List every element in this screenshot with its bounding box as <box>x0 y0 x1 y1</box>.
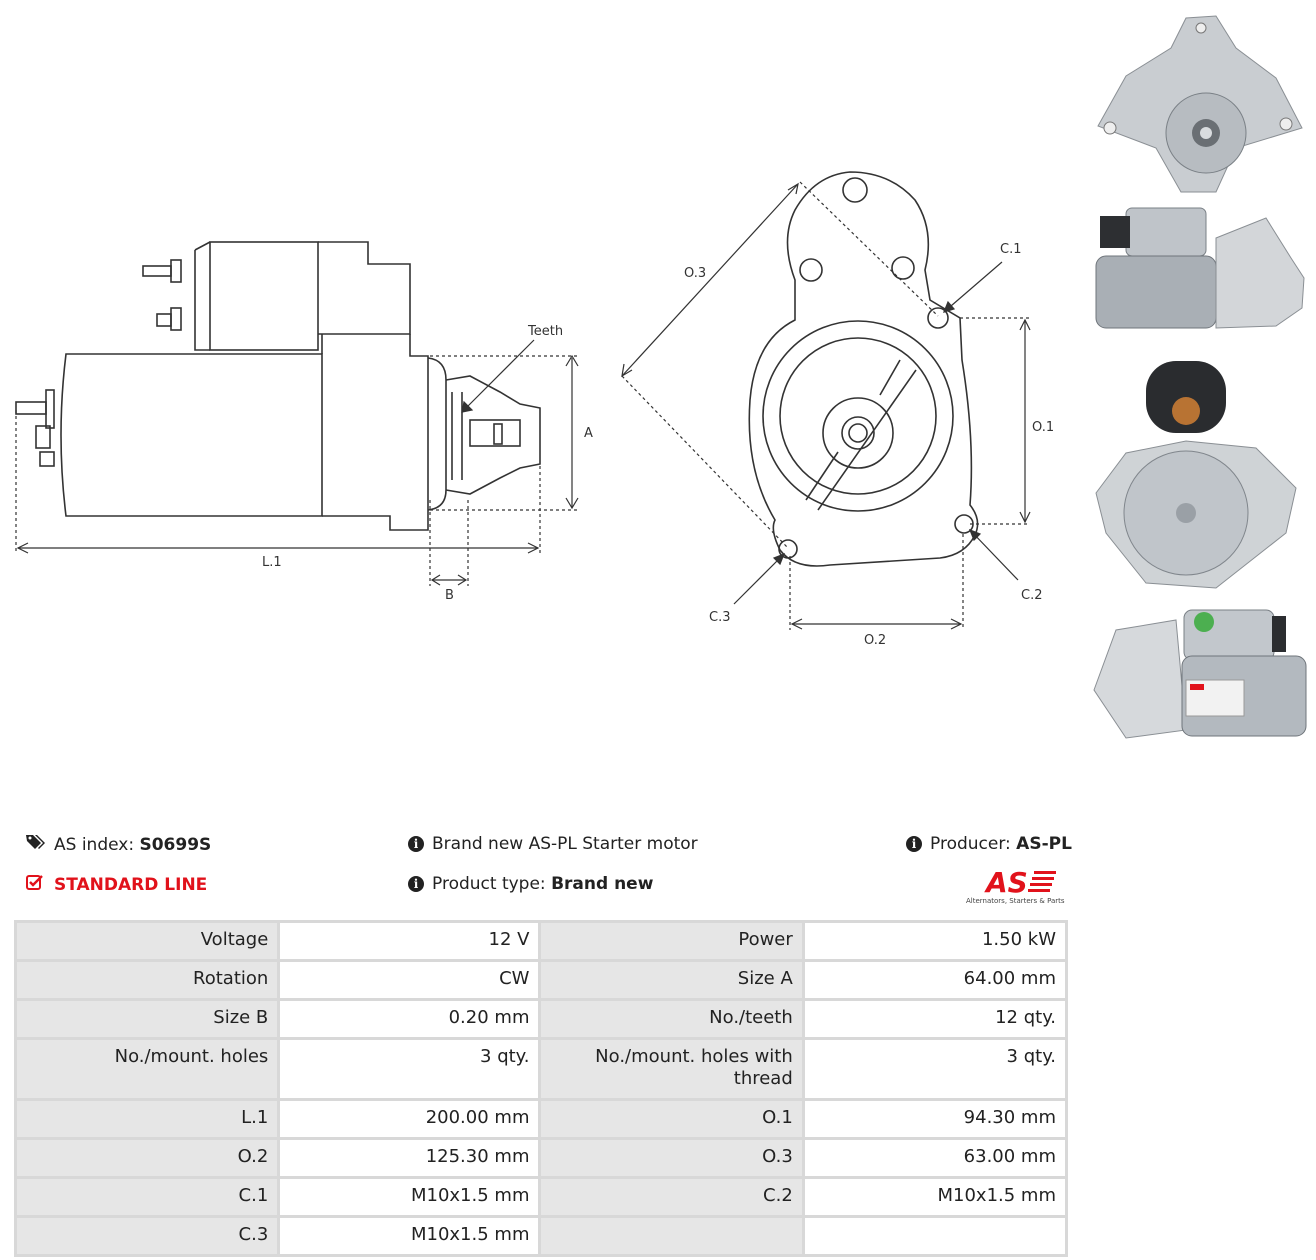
spec-value: 12 V <box>277 920 542 962</box>
standard-line: STANDARD LINE <box>26 874 207 895</box>
info-icon: i <box>408 876 424 892</box>
product-type: i Product type: Brand new <box>408 874 653 894</box>
as-index: AS index: S0699S <box>26 834 211 855</box>
table-row: Voltage 12 V Power 1.50 kW <box>13 920 1069 962</box>
label-o2: O.2 <box>864 633 886 648</box>
table-row: L.1 200.00 mm O.1 94.30 mm <box>13 1098 1069 1140</box>
table-row: Size B 0.20 mm No./teeth 12 qty. <box>13 998 1069 1040</box>
spec-value: 200.00 mm <box>277 1098 542 1140</box>
spec-value: CW <box>277 959 542 1001</box>
table-row: O.2 125.30 mm O.3 63.00 mm <box>13 1137 1069 1179</box>
tags-icon <box>26 834 46 855</box>
label-a: A <box>584 426 593 441</box>
spec-key: No./mount. holes with thread <box>538 1037 805 1101</box>
table-row: C.3 M10x1.5 mm <box>13 1215 1069 1257</box>
solenoid-body <box>209 241 319 351</box>
producer-value: AS-PL <box>1016 834 1072 854</box>
spec-value: M10x1.5 mm <box>801 1176 1069 1218</box>
as-index-label: AS index: <box>54 834 135 855</box>
product-type-value: Brand new <box>551 874 654 894</box>
description: i Brand new AS-PL Starter motor <box>408 834 698 854</box>
spec-key: Size B <box>13 998 281 1040</box>
spec-key: Size A <box>538 959 805 1001</box>
photo-rear-view[interactable] <box>1086 353 1310 593</box>
spec-key: C.2 <box>538 1176 805 1218</box>
spec-key: L.1 <box>13 1098 281 1140</box>
label-c1: C.1 <box>1000 242 1021 257</box>
product-type-label: Product type: <box>432 874 546 894</box>
spec-value: 94.30 mm <box>801 1098 1069 1140</box>
as-index-value: S0699S <box>139 834 212 855</box>
table-row: No./mount. holes 3 qty. No./mount. holes… <box>13 1037 1069 1101</box>
spec-value: 1.50 kW <box>801 920 1069 962</box>
spec-value: 3 qty. <box>801 1037 1069 1101</box>
label-l1: L.1 <box>262 555 282 570</box>
svg-text:AS: AS <box>984 866 1028 897</box>
spec-value: 63.00 mm <box>801 1137 1069 1179</box>
spec-key: No./teeth <box>538 998 805 1040</box>
spec-key: Power <box>538 920 805 962</box>
description-text: Brand new AS-PL Starter motor <box>432 834 698 854</box>
spec-key: C.3 <box>13 1215 281 1257</box>
mounting-flange <box>748 171 979 567</box>
table-row: Rotation CW Size A 64.00 mm <box>13 959 1069 1001</box>
producer-label: Producer: <box>930 834 1011 854</box>
as-pl-logo: AS Alternators, Starters & Parts <box>966 865 1070 905</box>
logo-tagline: Alternators, Starters & Parts <box>966 897 1065 905</box>
label-o3: O.3 <box>684 266 706 281</box>
spec-value: M10x1.5 mm <box>277 1215 542 1257</box>
checkbox-icon <box>26 874 44 895</box>
spec-value: 3 qty. <box>277 1037 542 1101</box>
spec-key <box>538 1215 805 1257</box>
info-icon: i <box>408 836 424 852</box>
spec-key: Rotation <box>13 959 281 1001</box>
standard-line-label: STANDARD LINE <box>54 874 208 895</box>
producer: i Producer: AS-PL <box>906 834 1072 854</box>
spec-value: M10x1.5 mm <box>277 1176 542 1218</box>
photo-side-view[interactable] <box>1086 198 1310 348</box>
photo-front-view[interactable] <box>1086 8 1310 198</box>
info-icon: i <box>906 836 922 852</box>
label-o1: O.1 <box>1032 420 1054 435</box>
spec-key: No./mount. holes <box>13 1037 281 1101</box>
spec-value: 0.20 mm <box>277 998 542 1040</box>
label-c3: C.3 <box>709 610 730 625</box>
motor-body <box>60 353 323 517</box>
spec-value: 12 qty. <box>801 998 1069 1040</box>
pinion-gear <box>469 419 521 447</box>
spec-key: O.2 <box>13 1137 281 1179</box>
hole-c3 <box>778 539 798 559</box>
spec-value: 125.30 mm <box>277 1137 542 1179</box>
hole-c1 <box>927 307 949 329</box>
spec-value: 64.00 mm <box>801 959 1069 1001</box>
label-b: B <box>445 588 454 603</box>
label-teeth: Teeth <box>527 324 563 339</box>
spec-key: O.3 <box>538 1137 805 1179</box>
label-c2: C.2 <box>1021 588 1042 603</box>
spec-key: C.1 <box>13 1176 281 1218</box>
spec-table: Voltage 12 V Power 1.50 kW Rotation CW S… <box>13 920 1069 1257</box>
spec-key: O.1 <box>538 1098 805 1140</box>
product-info: AS index: S0699S STANDARD LINE i Brand n… <box>20 828 1072 908</box>
table-row: C.1 M10x1.5 mm C.2 M10x1.5 mm <box>13 1176 1069 1218</box>
spec-key: Voltage <box>13 920 281 962</box>
photo-label-view[interactable] <box>1086 600 1310 750</box>
spec-value <box>801 1215 1069 1257</box>
technical-drawing: Teeth A L.1 B O.3 C.1 O.1 C.2 C.3 O.2 <box>15 171 1054 648</box>
